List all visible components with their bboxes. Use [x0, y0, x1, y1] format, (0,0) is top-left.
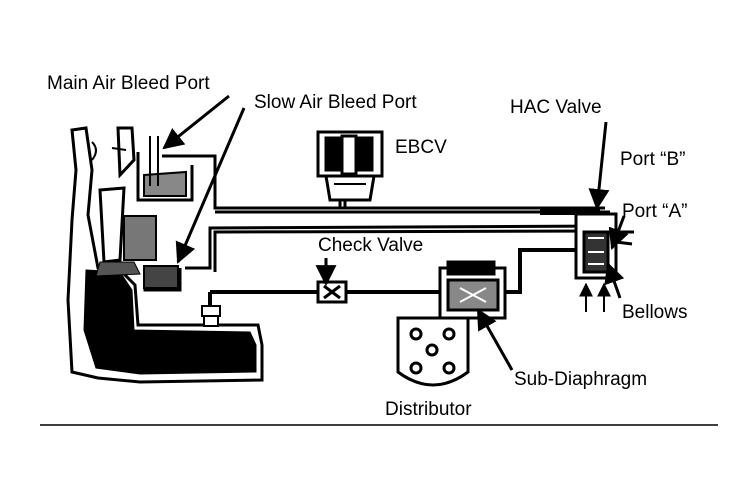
- distributor-vacuum-line: [208, 248, 576, 308]
- label-distributor: Distributor: [385, 399, 472, 420]
- check-valve: [316, 280, 348, 304]
- slow-air-bleed-fitting: [143, 265, 179, 289]
- spark-plug-fitting: [201, 305, 221, 327]
- label-port-a: Port “A”: [622, 201, 688, 222]
- label-sub-diaphragm: Sub-Diaphragm: [514, 369, 648, 390]
- label-slow-air-bleed-port: Slow Air Bleed Port: [254, 92, 417, 113]
- label-ebcv: EBCV: [395, 137, 447, 158]
- distributor: [396, 316, 470, 387]
- label-main-air-bleed-port: Main Air Bleed Port: [47, 73, 210, 94]
- float-chamber: [136, 136, 217, 202]
- carburetor-body: [66, 126, 264, 384]
- label-hac-valve: HAC Valve: [510, 97, 602, 118]
- airflow-arrows: [579, 282, 611, 312]
- label-port-b: Port “B”: [620, 149, 686, 170]
- vacuum-advance-unit: [438, 260, 507, 320]
- hac-valve: [540, 209, 634, 280]
- leader-lines: [162, 94, 629, 371]
- ebcv-valve: [316, 130, 384, 202]
- label-bellows: Bellows: [622, 302, 688, 323]
- label-check-valve: Check Valve: [318, 235, 424, 256]
